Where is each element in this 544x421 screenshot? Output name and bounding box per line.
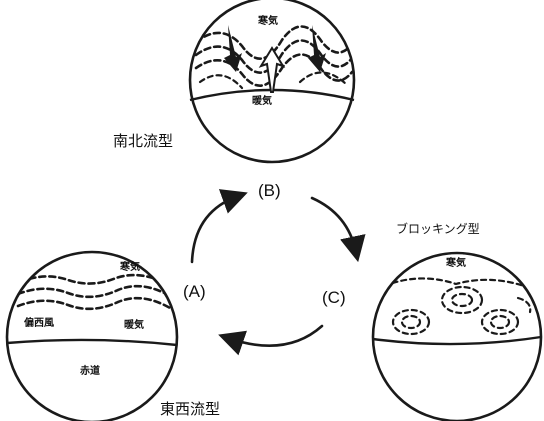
globe-a-wave-bands [16, 273, 172, 311]
globe-b-warm-air-label: 暖気 [252, 94, 272, 107]
cycle-arrow-a-to-b [190, 189, 248, 264]
cold-air-arrow-right-icon [308, 25, 326, 72]
globe-zonal: 寒気 偏西風 暖気 赤道 [5, 250, 179, 421]
stage-a-marker: (A) [183, 282, 206, 301]
globe-c-outline [371, 251, 543, 421]
zonal-type-label: 東西流型 [160, 400, 220, 418]
stage-b-marker: (B) [258, 181, 281, 200]
cycle-arrow-b-to-c [310, 196, 366, 263]
globe-a-cold-air-label: 寒気 [119, 260, 140, 273]
warm-air-arrow-icon [258, 46, 286, 93]
globe-c-vortices [382, 277, 532, 336]
cold-air-arrow-left-icon [224, 25, 242, 72]
stage-c-marker: (C) [322, 288, 346, 307]
cycle-arrow-c-to-a [218, 324, 324, 356]
globe-c-equator-line [372, 335, 542, 346]
globe-a-equator-line [6, 338, 178, 347]
globe-meridional: 寒気 暖気 [188, 0, 356, 164]
westerlies-label: 偏西風 [24, 316, 54, 329]
equator-label: 赤道 [80, 364, 100, 377]
globe-c-cold-air-label: 寒気 [445, 256, 466, 269]
globe-b-cold-air-label: 寒気 [257, 14, 278, 27]
globe-a-outline [5, 250, 179, 421]
globe-blocking: 寒気 [371, 251, 543, 421]
meridional-type-label: 南北流型 [113, 132, 173, 150]
globe-a-warm-air-label: 暖気 [124, 318, 144, 331]
blocking-type-label: ブロッキング型 [396, 221, 480, 236]
